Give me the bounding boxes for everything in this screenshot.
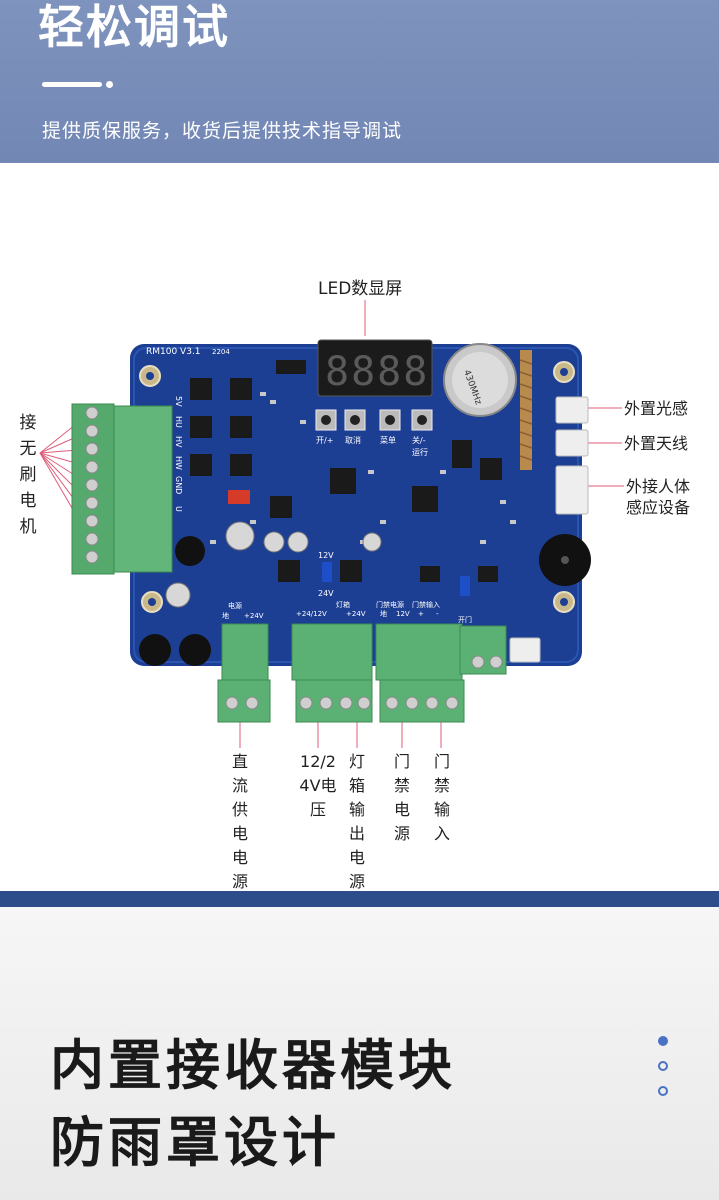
controller-board-photo: RM100 V3.1 2204 8888 开/+ 取消 菜单 关/- 运行 43… [39, 300, 624, 748]
svg-text:+24/12V: +24/12V [296, 610, 327, 618]
section-divider-strip [0, 891, 719, 907]
light-sensor-callout: 外置光感 [624, 399, 689, 418]
svg-text:GND: GND [174, 476, 183, 494]
pager-dot-2[interactable] [658, 1061, 668, 1071]
bottom-silk-labels: 电源 地 +24V +24/12V 灯箱 +24V 门禁电源 地 12V 门禁输… [222, 600, 472, 624]
run-label: 运行 [412, 447, 428, 457]
bottom-terminal-blocks [217, 623, 507, 723]
svg-text:-: - [436, 610, 439, 618]
motor-terminal-block [71, 403, 173, 575]
board-model-text: RM100 V3.1 [146, 347, 201, 357]
svg-text:HW: HW [174, 456, 183, 470]
svg-text:地: 地 [222, 611, 229, 620]
header-subtitle: 提供质保服务，收货后提供技术指导调试 [42, 120, 403, 142]
pager-dot-3[interactable] [658, 1086, 668, 1096]
jumper-block [322, 562, 332, 582]
terminal-screws [225, 655, 503, 710]
footer-heading-line1: 内置接收器模块 [50, 1034, 456, 1097]
ic-chips [190, 360, 502, 582]
led-display-digits: 8888 [325, 349, 429, 395]
header-title: 轻松调试 [38, 0, 230, 54]
svg-text:U: U [174, 506, 183, 512]
pager-dot-1[interactable] [658, 1036, 668, 1046]
svg-text:门禁电源: 门禁电源 [376, 600, 404, 609]
jumper-label-12v: 12V [318, 551, 334, 560]
svg-text:5V: 5V [174, 396, 183, 407]
svg-text:+24V: +24V [244, 612, 264, 620]
svg-text:开门: 开门 [458, 615, 472, 624]
svg-text:HU: HU [174, 416, 183, 428]
svg-text:+24V: +24V [346, 610, 366, 618]
button-label-close: 关/- [412, 435, 426, 445]
header-accent-dot [106, 81, 113, 88]
fuse [228, 490, 250, 504]
header-banner: 轻松调试 提供质保服务，收货后提供技术指导调试 [0, 0, 719, 163]
tact-buttons [315, 409, 433, 431]
svg-text:电源: 电源 [228, 601, 242, 610]
led-display-callout: LED数显屏 [318, 279, 403, 299]
svg-text:+: + [418, 610, 424, 618]
lightbox-output-callout: 灯箱输出电源 [348, 752, 365, 891]
access-input-callout: 门禁输入 [433, 752, 450, 843]
capacitors [139, 521, 382, 666]
button-label-cancel: 取消 [345, 435, 361, 445]
button-label-open: 开/+ [316, 436, 333, 445]
pir-device-callout: 外接人体感应设备 [626, 477, 691, 517]
svg-text:门禁输入: 门禁输入 [412, 600, 440, 609]
motor-pin-labels: 5V HU HV HW GND U [174, 396, 183, 512]
svg-text:HV: HV [174, 436, 183, 448]
board-code-text: 2204 [212, 348, 230, 356]
right-connectors [509, 396, 589, 663]
svg-text:灯箱: 灯箱 [336, 600, 350, 609]
footer-heading-line2: 防雨罩设计 [50, 1111, 340, 1174]
led-display [317, 339, 433, 397]
brushless-motor-callout: 接无刷电机 [19, 413, 37, 537]
dc-power-callout: 直流供电电源 [231, 752, 248, 891]
button-label-menu: 菜单 [380, 435, 396, 445]
svg-text:地: 地 [380, 609, 387, 618]
jumper-label-24v: 24V [318, 589, 334, 598]
header-accent-bar [42, 82, 102, 87]
jumper-block-right [460, 576, 470, 596]
footer-section [0, 907, 719, 1200]
antenna-callout: 外置天线 [624, 434, 689, 453]
voltage-callout: 12/24V电压 [299, 752, 337, 819]
access-power-callout: 门禁电源 [393, 752, 410, 843]
svg-text:12V: 12V [396, 610, 410, 618]
